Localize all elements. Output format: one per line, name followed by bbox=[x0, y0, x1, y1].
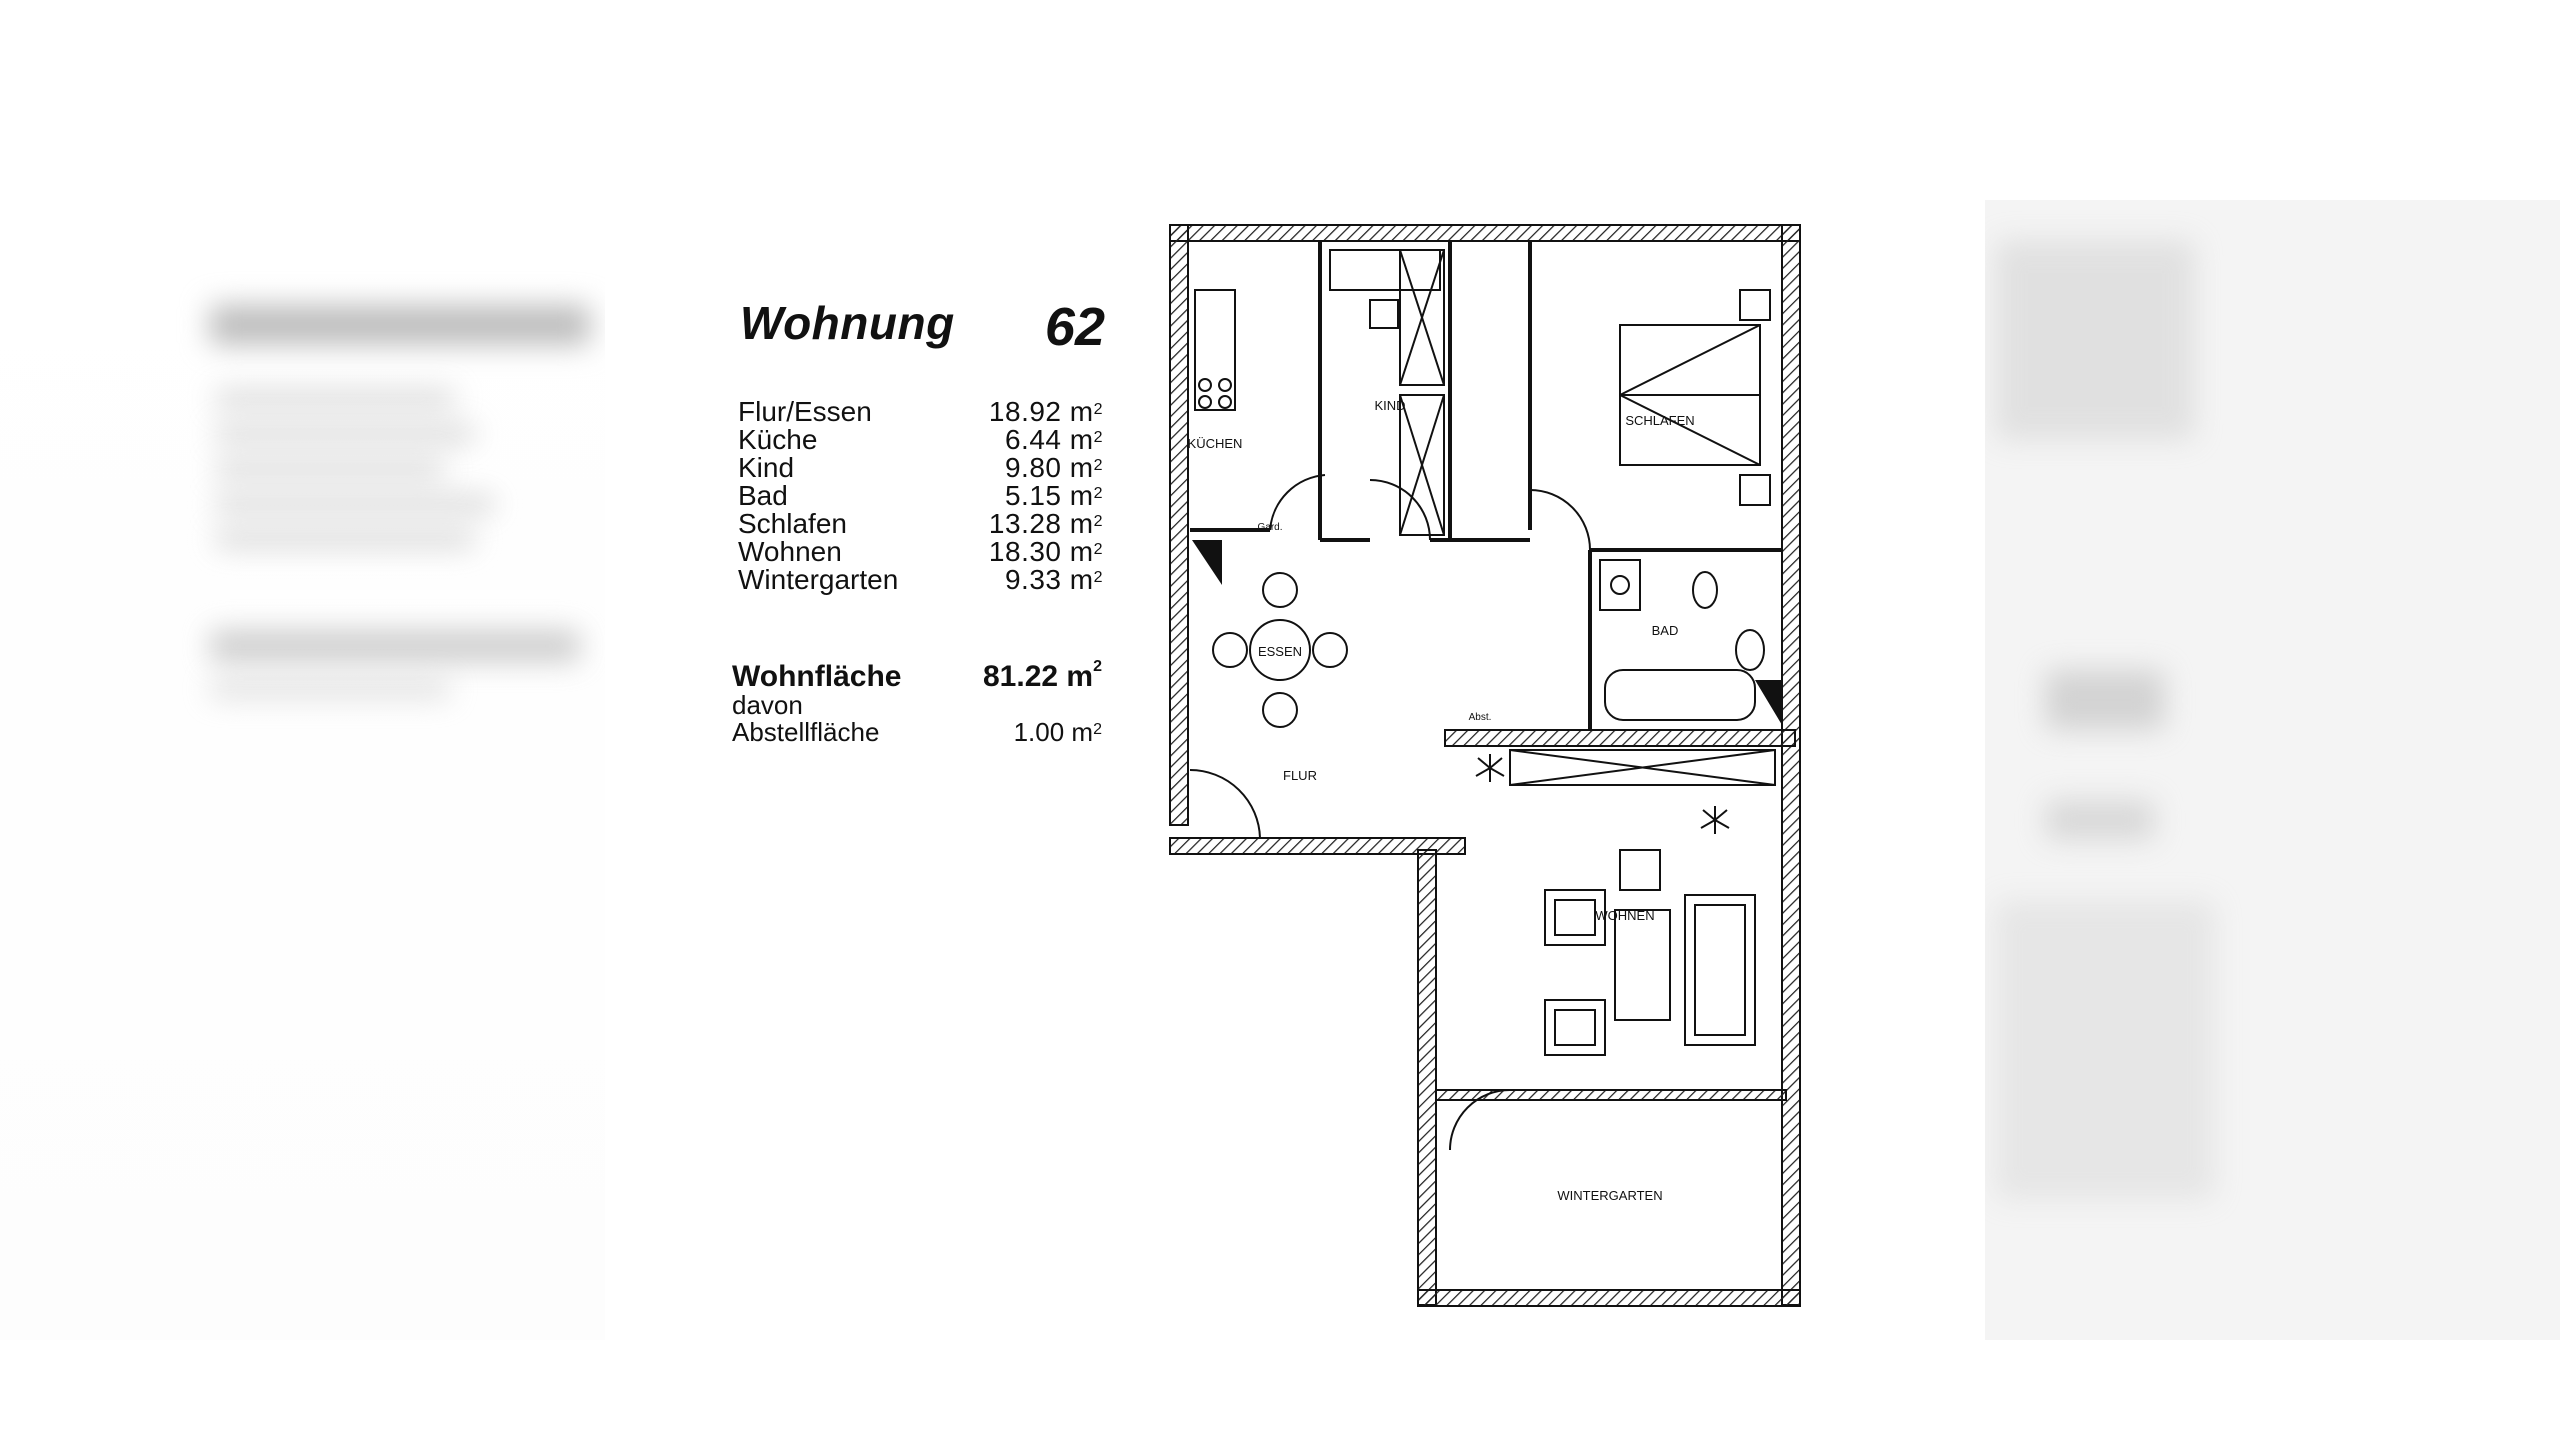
storage-label: Abstellfläche bbox=[732, 717, 880, 747]
plan-label-kind: KIND bbox=[1374, 398, 1405, 413]
wall-wintergarten bbox=[1435, 1089, 1787, 1101]
apartment-title: Wohnung bbox=[740, 297, 955, 349]
total-value: 81.22 m2 bbox=[983, 658, 1102, 693]
blurred-right-panel bbox=[1985, 200, 2560, 1340]
living-area-summary: Wohnfläche 81.22 m2 davon Abstellfläche … bbox=[732, 658, 1102, 747]
storage-value: 1.00 m2 bbox=[1013, 717, 1102, 747]
apartment-heading: Wohnung 62 bbox=[740, 296, 1105, 357]
blurred-left-panel bbox=[0, 200, 605, 1340]
floor-plan-drawing: KÜCHEN KIND SCHLAFEN Gard. ESSEN BAD Abs… bbox=[1169, 224, 1801, 1307]
wall-wohnen-top bbox=[1444, 729, 1796, 747]
wall-mid-horizontal bbox=[1169, 837, 1466, 855]
plan-label-essen: ESSEN bbox=[1258, 644, 1302, 659]
wall-left-upper bbox=[1169, 224, 1189, 826]
plan-label-schlafen: SCHLAFEN bbox=[1625, 413, 1694, 428]
wall-top bbox=[1169, 224, 1801, 242]
total-label: Wohnfläche bbox=[732, 660, 902, 693]
apartment-number: 62 bbox=[1044, 297, 1105, 357]
plan-label-wohnen: WOHNEN bbox=[1595, 908, 1654, 923]
wall-right bbox=[1781, 224, 1801, 1306]
wall-bottom bbox=[1417, 1289, 1801, 1307]
plan-label-kitchen: KÜCHEN bbox=[1188, 436, 1243, 451]
plan-label-abst: Abst. bbox=[1469, 712, 1492, 723]
plan-label-flur: FLUR bbox=[1283, 768, 1317, 783]
plan-label-wintergarten: WINTERGARTEN bbox=[1557, 1188, 1662, 1203]
plan-label-gard: Gard. bbox=[1257, 522, 1282, 533]
plan-label-bad: BAD bbox=[1652, 623, 1679, 638]
wall-left-lower bbox=[1417, 849, 1437, 1306]
davon-label: davon bbox=[732, 690, 803, 720]
